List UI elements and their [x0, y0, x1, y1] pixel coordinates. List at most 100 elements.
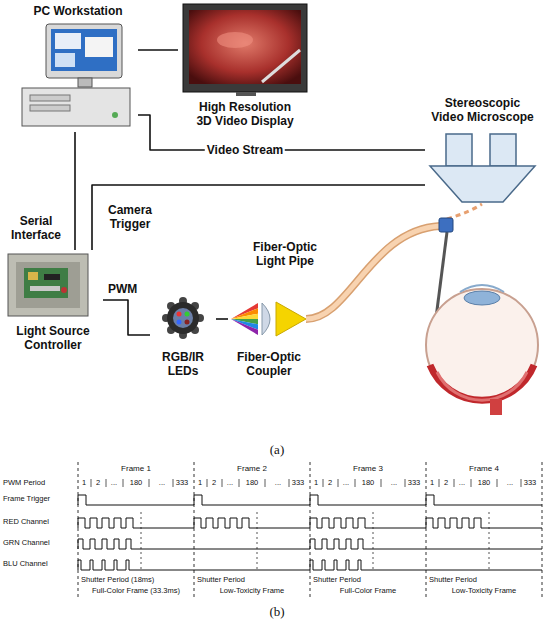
controller-node: Light Source Controller — [3, 250, 103, 352]
timing-diagram — [78, 462, 542, 598]
node-label: Fiber-Optic Coupler — [229, 350, 309, 378]
eye-illustration — [490, 399, 502, 415]
pwm-tick — [91, 479, 173, 487]
blue-wave — [78, 560, 194, 570]
annotation-label: 180 — [130, 478, 143, 487]
cable-line — [74, 132, 76, 250]
cable-line — [138, 49, 178, 51]
controller-illustration — [8, 254, 88, 316]
node-label: Stereoscopic Video Microscope — [429, 96, 537, 124]
annotation-label: ... — [227, 478, 233, 487]
label-holder: Frame 1 — [121, 464, 151, 474]
annotation-label: 2 — [212, 478, 216, 487]
annotation-label: (a) — [270, 442, 284, 458]
shutter-boundary — [141, 512, 489, 572]
label-holder: ... — [111, 478, 117, 487]
label-holder: Shutter Period — [313, 575, 361, 584]
microscope-node: Stereoscopic Video Microscope — [425, 96, 540, 205]
coupler-node: Fiber-Optic Coupler — [228, 296, 310, 378]
frame-trigger-wave — [78, 495, 542, 505]
label-holder: 1 — [430, 478, 434, 487]
coupler-illustration — [231, 302, 306, 336]
label-holder: Fiber-Optic Light Pipe — [244, 240, 326, 268]
cable-line — [216, 318, 228, 320]
shutter-boundary — [257, 512, 258, 572]
label-holder: Full-Color Frame — [340, 586, 396, 595]
coupler-illustration — [262, 303, 270, 335]
light-pipe — [439, 218, 453, 232]
annotation-label: 333 — [408, 478, 421, 487]
light-pipe — [306, 226, 440, 319]
label-holder: (b) — [269, 604, 284, 620]
node-label: High Resolution 3D Video Display — [193, 100, 297, 128]
frame-trigger-wave — [310, 495, 426, 505]
controller-illustration — [28, 272, 38, 280]
microscope-illustration — [430, 134, 535, 202]
label-holder: ... — [159, 478, 165, 487]
annotation-label: 180 — [478, 478, 491, 487]
annotation-label: 1 — [198, 478, 202, 487]
annotation-label: ... — [159, 478, 165, 487]
annotation-label: 2 — [96, 478, 100, 487]
label-holder: Frame 3 — [353, 464, 383, 474]
display-illustration — [189, 10, 301, 84]
led-illustration — [162, 297, 204, 339]
frame-trigger-wave — [426, 495, 542, 505]
label-holder: ... — [343, 478, 349, 487]
label-holder: 333 — [524, 478, 537, 487]
display-illustration — [262, 50, 300, 82]
node-label: PC Workstation — [20, 4, 136, 18]
annotation-label: RED Channel — [3, 517, 49, 526]
annotation-label: Shutter Period — [197, 575, 245, 584]
annotation-label: 333 — [524, 478, 537, 487]
label-holder: RED Channel — [3, 517, 49, 526]
annotation-label: ... — [459, 478, 465, 487]
eye-illustration — [437, 372, 527, 400]
frame-boundary — [78, 462, 542, 598]
annotation-label: ... — [391, 478, 397, 487]
display-illustration — [183, 4, 307, 92]
microscope-illustration — [430, 166, 535, 202]
label-holder: ... — [391, 478, 397, 487]
annotation-label: 1 — [314, 478, 318, 487]
red-wave — [310, 518, 426, 528]
annotation-label: Shutter Period — [313, 575, 361, 584]
controller-illustration — [8, 254, 88, 316]
annotation-label: Frame Trigger — [3, 494, 50, 503]
label-holder: Shutter Period — [429, 575, 477, 584]
pc-illustration — [51, 29, 117, 71]
label-holder: Shutter Period — [197, 575, 245, 584]
node-label: RGB/IR LEDs — [151, 350, 215, 378]
annotation-label: 333 — [176, 478, 189, 487]
coupler-illustration — [231, 303, 258, 319]
annotation-label: ... — [507, 478, 513, 487]
label-holder: 2 — [444, 478, 448, 487]
pc-illustration — [30, 105, 70, 111]
label-holder: 1 — [198, 478, 202, 487]
green-wave — [78, 539, 542, 549]
annotation-label: BLU Channel — [3, 559, 48, 568]
annotation-label: Low-Toxicity Frame — [452, 586, 517, 595]
label-holder: GRN Channel — [3, 538, 50, 547]
label-holder: Shutter Period (18ms) — [81, 575, 154, 584]
label-holder: 180 — [130, 478, 143, 487]
label-holder: 2 — [212, 478, 216, 487]
label-holder: 333 — [408, 478, 421, 487]
label-holder: BLU Channel — [3, 559, 48, 568]
coupler-illustration — [231, 308, 258, 319]
eye-illustration — [464, 291, 500, 305]
blue-wave — [310, 560, 426, 570]
annotation-label: Frame 2 — [237, 464, 267, 474]
led-illustration — [173, 308, 193, 328]
pc-illustration — [85, 37, 113, 57]
label-holder: ... — [507, 478, 513, 487]
node-label: Light Source Controller — [5, 324, 101, 352]
label-holder: ... — [459, 478, 465, 487]
label-holder: Full-Color Frame (33.3ms) — [92, 586, 180, 595]
light-pipe — [447, 204, 482, 219]
frame-boundary — [542, 462, 543, 598]
annotation-label: ... — [343, 478, 349, 487]
workstation-node: PC Workstation — [18, 4, 138, 132]
